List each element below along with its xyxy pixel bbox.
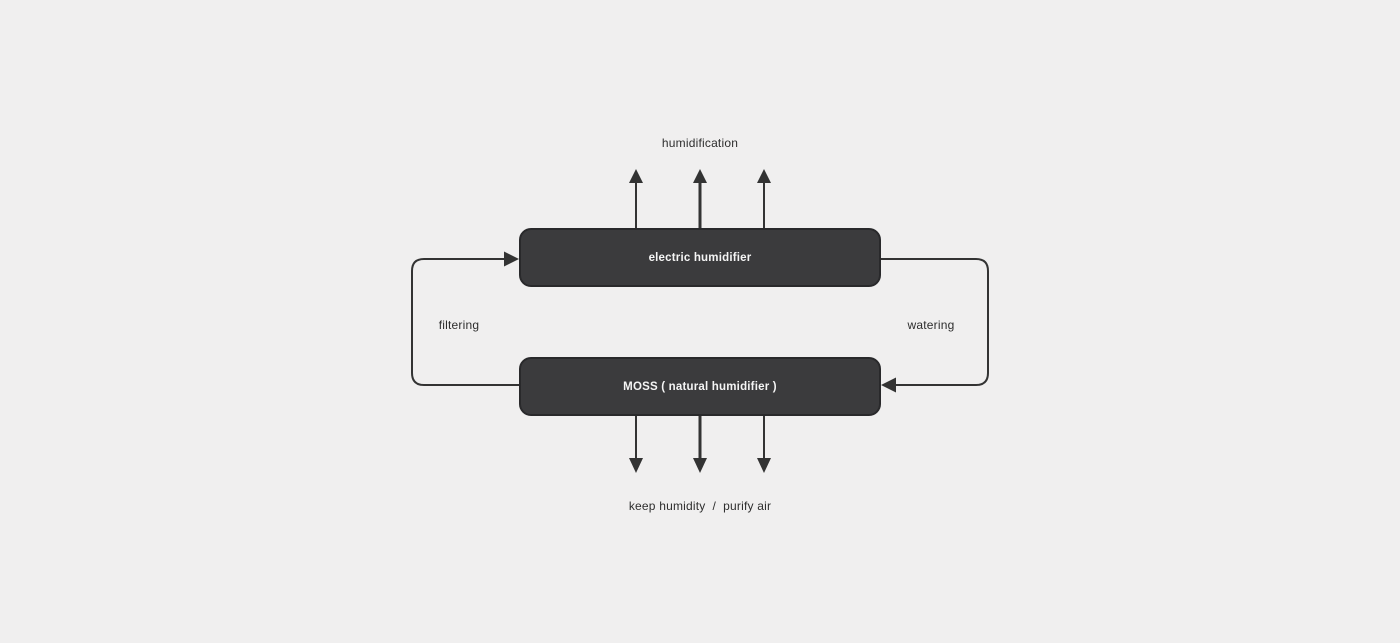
humidification-arrows <box>629 169 771 228</box>
down-arrow-head <box>629 458 643 473</box>
label-humidification: humidification <box>661 136 739 150</box>
up-arrow-head <box>629 169 643 183</box>
node-electric-humidifier-label: electric humidifier <box>648 251 752 264</box>
up-arrow-head <box>693 169 707 183</box>
watering-arrow-head <box>881 377 896 393</box>
up-arrow-head <box>757 169 771 183</box>
node-moss-natural-humidifier: MOSS ( natural humidifier ) <box>519 357 881 416</box>
filtering-connector <box>411 251 519 386</box>
label-watering: watering <box>907 318 955 332</box>
label-filtering: filtering <box>438 318 480 332</box>
label-keep-humidity-purify-air: keep humidity / purify air <box>628 499 772 513</box>
node-moss-label: MOSS ( natural humidifier ) <box>623 380 777 393</box>
node-electric-humidifier: electric humidifier <box>519 228 881 287</box>
filtering-connector-path <box>411 258 519 386</box>
keep-humidity-arrows <box>629 416 771 473</box>
watering-connector-path <box>881 258 989 386</box>
down-arrow-head <box>693 458 707 473</box>
watering-connector <box>881 258 989 393</box>
filtering-arrow-head <box>504 251 519 267</box>
down-arrow-head <box>757 458 771 473</box>
